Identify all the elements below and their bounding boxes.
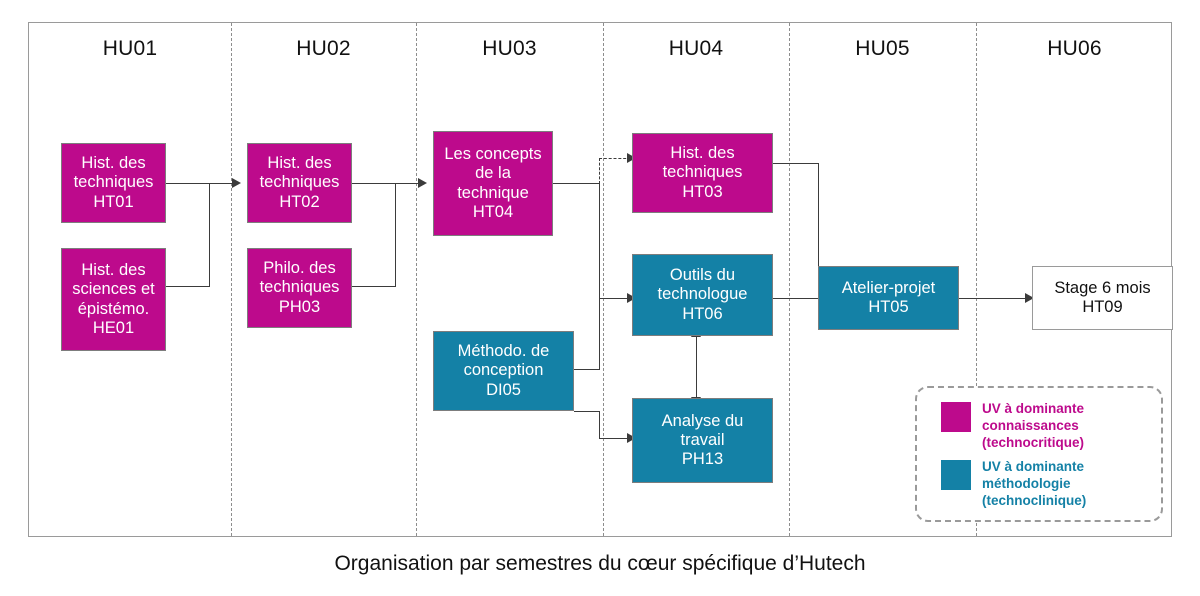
legend-item-connaissances: UV à dominante connaissances (technocrit… — [941, 400, 1084, 451]
connector-he01-riser-v — [209, 183, 210, 287]
arrowhead-ht02-in — [232, 177, 241, 188]
column-header-hu03: HU03 — [482, 37, 537, 60]
column-divider-5 — [976, 23, 977, 536]
legend: UV à dominante connaissances (technocrit… — [915, 386, 1163, 522]
connector-ht04-ht03-riser — [599, 158, 600, 184]
node-ht06[interactable]: Outils du technologue HT06 — [632, 254, 773, 336]
node-ht09[interactable]: Stage 6 mois HT09 — [1032, 266, 1173, 330]
column-divider-2 — [416, 23, 417, 536]
column-header-hu01: HU01 — [102, 37, 158, 60]
node-ht02[interactable]: Hist. des techniques HT02 — [247, 143, 352, 223]
column-divider-3 — [603, 23, 604, 536]
connector-di05-ph13-h2 — [599, 438, 631, 439]
connector-ht03-out-v — [818, 163, 819, 298]
legend-label-methodologie: UV à dominante méthodologie (technoclini… — [982, 459, 1087, 509]
connector-trunk-ht04-ht06 — [599, 183, 600, 298]
legend-item-methodologie: UV à dominante méthodologie (technoclini… — [941, 458, 1086, 509]
connector-ht03-out-h — [773, 163, 819, 164]
connector-ht06-ph13 — [696, 336, 697, 398]
legend-swatch-connaissances-icon — [941, 402, 971, 432]
node-ht03[interactable]: Hist. des techniques HT03 — [632, 133, 773, 213]
connector-trunk-ht06-h — [599, 298, 631, 299]
node-ph13[interactable]: Analyse du travail PH13 — [632, 398, 773, 483]
arrowhead-ht09-in — [1025, 292, 1034, 303]
column-divider-1 — [231, 23, 232, 536]
connector-di05-ph13-h1 — [574, 411, 600, 412]
node-ht01[interactable]: Hist. des techniques HT01 — [61, 143, 166, 223]
connector-di05-up-v — [599, 298, 600, 370]
column-header-hu06: HU06 — [1047, 37, 1102, 60]
diagram-frame: HU01 HU02 HU03 HU04 HU05 HU06 Hist. des … — [28, 22, 1173, 537]
connector-ht04-stub — [553, 183, 599, 184]
caption: Organisation par semestres du cœur spéci… — [334, 552, 866, 575]
column-header-hu04: HU04 — [668, 37, 724, 60]
connector-ph03-riser-h — [352, 286, 395, 287]
arrowhead-ht06-in — [627, 292, 636, 303]
connector-ht01-ht02 — [166, 183, 239, 184]
node-he01[interactable]: Hist. des sciences et épistémo. HE01 — [61, 248, 166, 351]
connector-di05-up-h — [574, 369, 600, 370]
arrowhead-ht04-in — [418, 177, 427, 188]
column-header-hu05: HU05 — [855, 37, 910, 60]
connector-ht02-ht04 — [352, 183, 425, 184]
node-ph03[interactable]: Philo. des techniques PH03 — [247, 248, 352, 328]
connector-ht04-ht03-h — [599, 158, 631, 159]
node-ht05[interactable]: Atelier-projet HT05 — [818, 266, 959, 330]
arrowhead-ph13-in — [627, 432, 636, 443]
node-ht04[interactable]: Les concepts de la technique HT04 — [433, 131, 553, 236]
legend-swatch-methodologie-icon — [941, 460, 971, 490]
column-divider-4 — [789, 23, 790, 536]
connector-he01-riser-h — [166, 286, 209, 287]
node-di05[interactable]: Méthodo. de conception DI05 — [433, 331, 574, 411]
connector-ph03-riser-v — [395, 183, 396, 287]
connector-di05-ph13-v — [599, 411, 600, 438]
column-header-hu02: HU02 — [296, 37, 351, 60]
legend-label-connaissances: UV à dominante connaissances (technocrit… — [982, 401, 1085, 451]
connector-ht05-ht09 — [959, 298, 1032, 299]
arrowhead-ht03-in — [627, 152, 636, 163]
connector-ht06-ht05 — [773, 298, 846, 299]
